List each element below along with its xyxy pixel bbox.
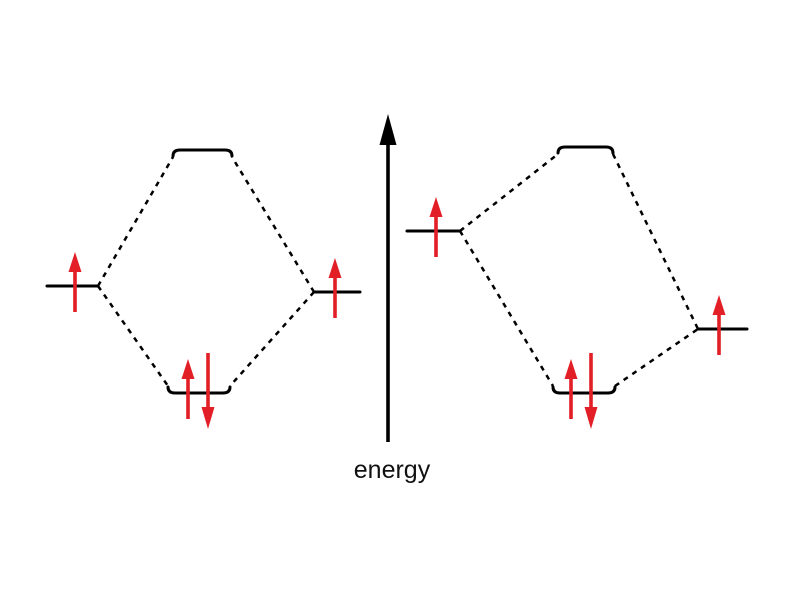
energy-axis-label: energy	[354, 456, 431, 484]
correlation-dashed-line	[230, 156, 316, 293]
correlation-dashed-line	[611, 153, 700, 330]
correlation-dashed-line	[459, 153, 559, 232]
correlation-dashed-line	[96, 285, 170, 387]
correlation-dashed-line	[96, 156, 175, 287]
correlation-dashed-line	[614, 327, 699, 388]
electron-down-arrow-icon	[584, 353, 598, 429]
electron-up-arrow-icon	[328, 258, 342, 318]
antibonding-mo-level	[556, 145, 615, 155]
electron-up-arrow-icon	[712, 295, 726, 355]
energy-axis	[379, 114, 397, 442]
correlation-dashed-line	[229, 291, 315, 387]
right-mo-diagram	[405, 145, 749, 429]
electron-up-arrow-icon	[429, 197, 443, 257]
electron-down-arrow-icon	[201, 353, 215, 429]
bonding-mo-level	[166, 385, 232, 395]
up-arrowhead-icon	[379, 114, 397, 145]
electron-up-arrow-icon	[181, 359, 195, 419]
correlation-dashed-line	[458, 230, 555, 387]
electron-up-arrow-icon	[68, 252, 82, 312]
antibonding-mo-level	[171, 148, 234, 158]
bonding-mo-level	[551, 385, 617, 395]
left-mo-diagram	[45, 148, 362, 429]
electron-up-arrow-icon	[564, 359, 578, 419]
